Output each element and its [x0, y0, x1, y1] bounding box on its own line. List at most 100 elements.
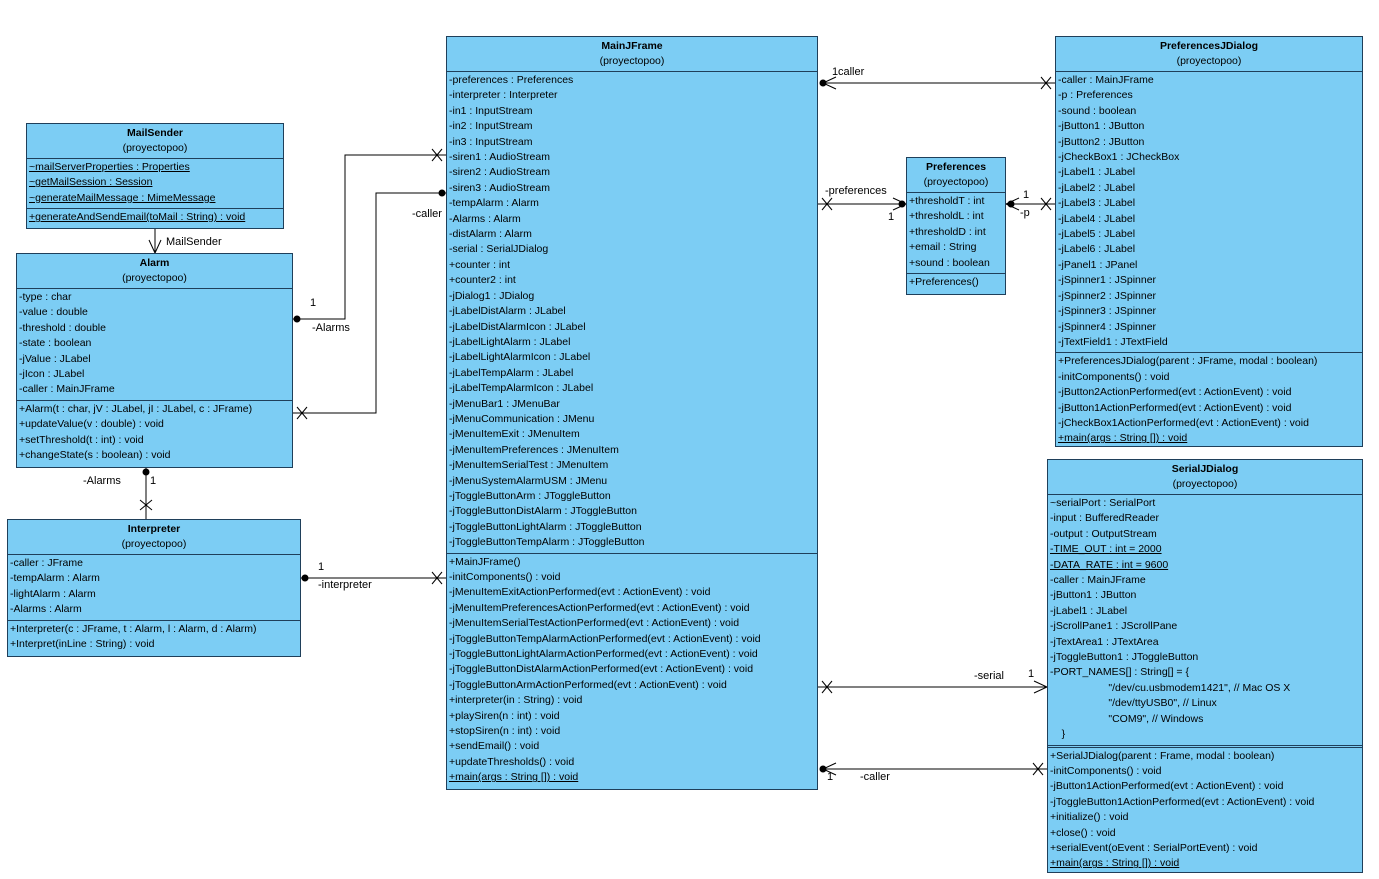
attribute-row: +counter2 : int	[449, 274, 516, 287]
class-preferences[interactable]: Preferences (proyectopoo) +thresholdT : …	[906, 157, 1006, 295]
operation-row: +updateValue(v : double) : void	[19, 418, 164, 431]
operation-row: +Interpret(inLine : String) : void	[10, 638, 155, 651]
operation-row: +Preferences()	[909, 276, 979, 289]
attribute-row: -sound : boolean	[1058, 104, 1137, 117]
x-caller-mid-b	[296, 406, 308, 420]
operations-compartment: +PreferencesJDialog(parent : JFrame, mod…	[1056, 352, 1362, 448]
dot-preferences	[898, 200, 906, 208]
operation-row: +initialize() : void	[1050, 811, 1129, 824]
attribute-row: -type : char	[19, 291, 72, 303]
label-mailsender: MailSender	[166, 236, 222, 248]
label-preferences: -preferences	[825, 185, 887, 197]
operations-compartment: +MainJFrame()-initComponents() : void-jM…	[447, 552, 817, 788]
attribute-row: -jTextField1 : JTextField	[1058, 335, 1168, 348]
attribute-row: -Alarms : Alarm	[449, 212, 521, 225]
class-preferencesjdialog[interactable]: PreferencesJDialog (proyectopoo) -caller…	[1055, 36, 1363, 447]
attribute-row: -jLabel4 : JLabel	[1058, 212, 1136, 225]
class-name: SerialJDialog	[1171, 463, 1239, 475]
mult-caller-top: 1	[832, 66, 839, 78]
dot-alarms-low	[142, 468, 150, 476]
dot-interpreter	[301, 574, 309, 582]
operations-compartment: +Alarm(t : char, jV : JLabel, jI : JLabe…	[17, 399, 292, 466]
x-alarms-low-b	[139, 499, 153, 511]
attribute-row: -jLabel1 : JLabel	[1050, 604, 1128, 617]
operation-row: -jButton1ActionPerformed(evt : ActionEve…	[1058, 401, 1292, 414]
attribute-row: -jLabel6 : JLabel	[1058, 243, 1136, 256]
attributes-compartment: -caller : MainJFrame-p : Preferences-sou…	[1056, 72, 1362, 352]
operation-row: +changeState(s : boolean) : void	[19, 449, 171, 462]
attributes-compartment: -caller : JFrame-tempAlarm : Alarm-light…	[8, 555, 300, 620]
mult-interpreter: 1	[318, 561, 325, 573]
attribute-row: ~getMailSession : Session	[29, 176, 153, 189]
attribute-row: -TIME_OUT : int = 2000	[1050, 543, 1162, 556]
class-package: (proyectopoo)	[122, 142, 188, 154]
mult-alarms-mid: 1	[310, 297, 317, 309]
attribute-row: ~mailServerProperties : Properties	[29, 161, 190, 173]
attribute-row: -serial : SerialJDialog	[449, 243, 549, 256]
class-interpreter[interactable]: Interpreter (proyectopoo) -caller : JFra…	[7, 519, 301, 657]
operation-row: +sendEmail() : void	[449, 740, 540, 753]
attribute-row: -lightAlarm : Alarm	[10, 587, 96, 600]
attribute-row: -distAlarm : Alarm	[449, 228, 532, 241]
dot-caller-bottom	[819, 765, 827, 773]
operation-row: -jMenuItemSerialTestActionPerformed(evt …	[449, 617, 740, 630]
attribute-row: -jDialog1 : JDialog	[449, 289, 535, 302]
attribute-row: +counter : int	[449, 258, 510, 271]
attribute-row: -jMenuItemPreferences : JMenuItem	[449, 443, 619, 456]
dot-alarms-mid	[293, 315, 301, 323]
attributes-compartment: -preferences : Preferences-interpreter :…	[447, 72, 817, 553]
attribute-row: -tempAlarm : Alarm	[449, 197, 539, 210]
operation-row: -jButton1ActionPerformed(evt : ActionEve…	[1050, 780, 1284, 793]
attribute-row: +thresholdD : int	[909, 225, 986, 238]
operation-row: +serialEvent(oEvent : SerialPortEvent) :…	[1050, 841, 1258, 854]
attribute-row: "COM9", // Windows	[1050, 712, 1204, 725]
attribute-row: -in2 : InputStream	[449, 120, 533, 133]
attribute-row: -siren3 : AudioStream	[449, 181, 550, 194]
x-alarms-mid-b	[431, 148, 443, 162]
label-caller-mid: -caller	[412, 208, 442, 220]
attribute-row: -interpreter : Interpreter	[449, 89, 558, 102]
operation-row: -initComponents() : void	[1050, 764, 1162, 777]
attribute-row: -jMenuItemSerialTest : JMenuItem	[449, 459, 609, 472]
operation-row: +Interpreter(c : JFrame, t : Alarm, l : …	[10, 622, 257, 635]
operation-row: -jToggleButtonDistAlarmActionPerformed(e…	[449, 663, 754, 676]
attribute-row: -jLabel1 : JLabel	[1058, 166, 1136, 179]
dot-p	[1007, 200, 1015, 208]
operation-row: +setThreshold(t : int) : void	[19, 433, 144, 446]
label-caller-bottom: -caller	[860, 771, 890, 783]
class-header: MailSender (proyectopoo)	[27, 124, 283, 159]
class-name: MailSender	[126, 127, 184, 139]
attribute-row: -jMenuSystemAlarmUSM : JMenu	[449, 474, 608, 487]
attribute-row: -caller : JFrame	[10, 557, 83, 569]
class-mainjframe[interactable]: MainJFrame (proyectopoo) -preferences : …	[446, 36, 818, 790]
attribute-row: -caller : MainJFrame	[1058, 74, 1154, 86]
class-name: MainJFrame	[601, 40, 663, 52]
class-package: (proyectopoo)	[122, 272, 187, 284]
attribute-row: -jToggleButtonTempAlarm : JToggleButton	[449, 536, 645, 549]
mult-preferences: 1	[888, 211, 895, 223]
attribute-row: -jButton1 : JButton	[1058, 120, 1145, 133]
x-caller-top-b	[1040, 76, 1052, 90]
x-preferences-b	[821, 197, 833, 211]
attribute-row: -jLabel2 : JLabel	[1058, 181, 1136, 194]
attribute-row: -DATA_RATE : int = 9600	[1050, 558, 1169, 571]
class-name: Preferences	[925, 161, 987, 173]
class-package: (proyectopoo)	[599, 55, 665, 67]
attribute-row: -jSpinner4 : JSpinner	[1058, 320, 1157, 333]
attribute-row: -jMenuBar1 : JMenuBar	[449, 397, 560, 410]
mult-serial: 1	[1028, 668, 1035, 680]
attributes-compartment: -type : char-value : double-threshold : …	[17, 289, 292, 400]
label-interpreter: -interpreter	[318, 579, 372, 591]
attribute-row: -jSpinner1 : JSpinner	[1058, 274, 1157, 287]
class-mailsender[interactable]: MailSender (proyectopoo) ~mailServerProp…	[26, 123, 284, 229]
attribute-row: +thresholdL : int	[909, 210, 984, 223]
class-package: (proyectopoo)	[1172, 478, 1238, 490]
label-serial: -serial	[974, 670, 1004, 682]
class-alarm[interactable]: Alarm (proyectopoo) -type : char-value :…	[16, 253, 293, 468]
operation-row: -jToggleButtonTempAlarmActionPerformed(e…	[449, 632, 761, 645]
operations-compartment: +SerialJDialog(parent : Frame, modal : b…	[1048, 744, 1362, 874]
class-serialjdialog[interactable]: SerialJDialog (proyectopoo) ~serialPort …	[1047, 459, 1363, 873]
attribute-row: -jScrollPane1 : JScrollPane	[1050, 620, 1178, 633]
attribute-row: -jLabelLightAlarm : JLabel	[449, 335, 571, 348]
class-header: Preferences (proyectopoo)	[907, 158, 1005, 193]
